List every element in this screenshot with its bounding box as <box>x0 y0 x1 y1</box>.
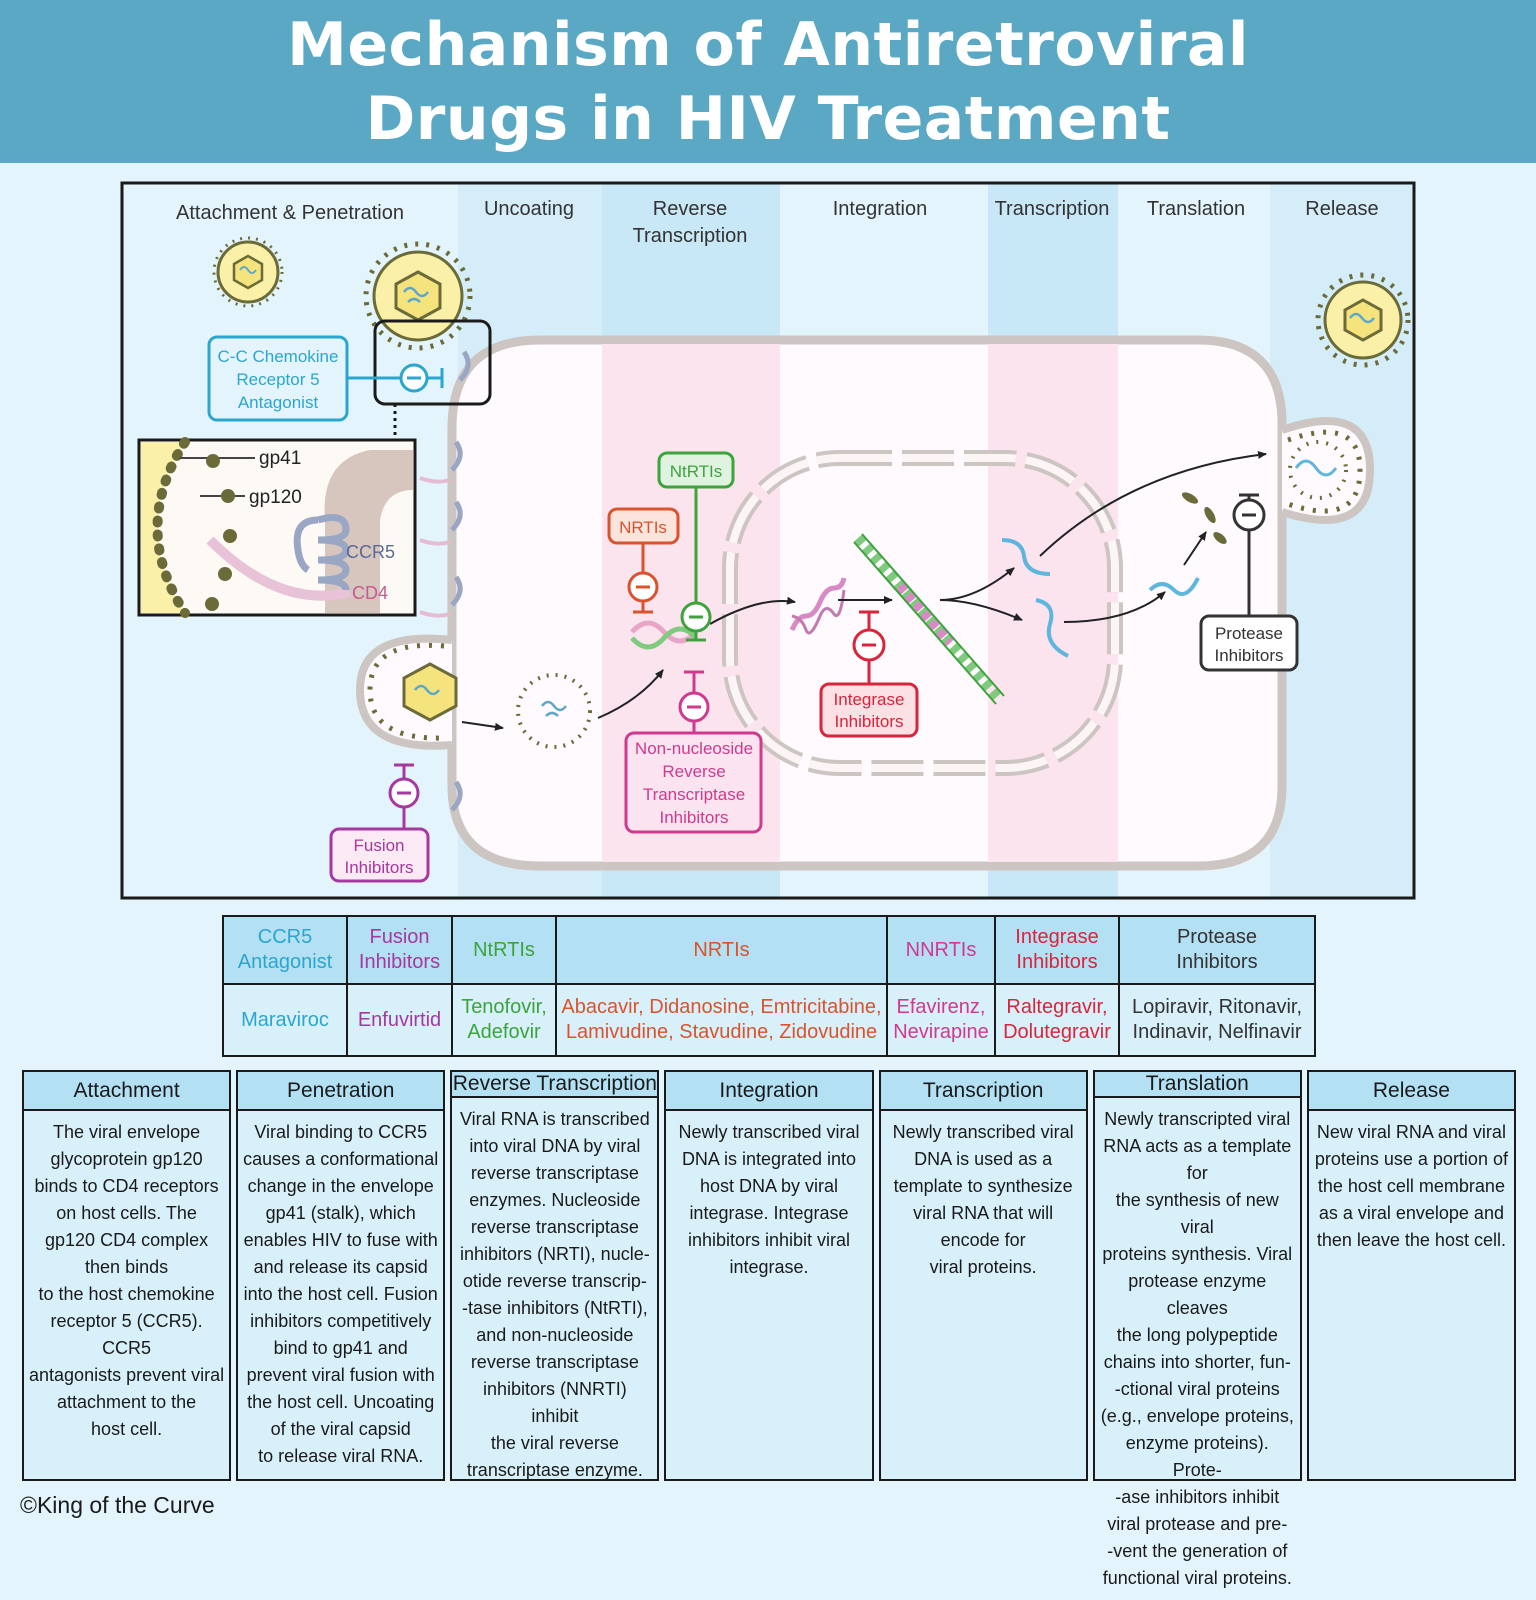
arrow-to-rt <box>597 669 664 719</box>
stage-header-integration: Integration <box>833 198 928 220</box>
arrow-rna-to-release <box>1039 450 1267 557</box>
uncoating-capsid <box>516 673 592 749</box>
cell-band-transcription <box>988 344 1118 862</box>
budding-virion <box>1280 417 1375 524</box>
nrtis-label: NRTIs <box>619 518 667 537</box>
title-banner: Mechanism of Antiretroviral Drugs in HIV… <box>0 0 1536 163</box>
cd4-label: CD4 <box>352 583 388 603</box>
drug-names-cell: Efavirenz, Nevirapine <box>886 983 996 1057</box>
drug-class-cell: Protease Inhibitors <box>1118 915 1316 985</box>
drug-names-cell: Abacavir, Didanosine, Emtricitabine, Lam… <box>555 983 888 1057</box>
ntrtis-label: NtRTIs <box>670 462 723 481</box>
drug-names-cell: Raltegravir, Dolutegravir <box>994 983 1120 1057</box>
stage-header-release: Release <box>1305 198 1378 220</box>
stage-header-attachment: Attachment & Penetration <box>176 202 404 224</box>
hiv-virion-fusing <box>355 634 458 750</box>
drug-class-cell: NNRTIs <box>886 915 996 985</box>
drug-names-cell: Tenofovir, Adefovir <box>451 983 557 1057</box>
gp41-label: gp41 <box>259 448 301 469</box>
stage-header-translation: Translation <box>1147 198 1245 220</box>
stage-header-uncoating: Uncoating <box>484 198 574 220</box>
hiv-virion-attaching <box>363 241 473 351</box>
stage-title: Penetration <box>238 1072 444 1111</box>
hiv-virion-released <box>1315 272 1411 368</box>
stage-header-transcription: Transcription <box>995 198 1110 220</box>
nucleus-envelope-inner <box>726 454 1119 772</box>
drug-names-cell: Maraviroc <box>222 983 348 1057</box>
stage-text: Viral binding to CCR5 causes a conformat… <box>243 1122 439 1466</box>
copyright: ©King of the Curve <box>20 1492 215 1518</box>
host-cell-membrane <box>447 335 1287 871</box>
stage-title: Release <box>1308 1072 1514 1111</box>
arrow-to-nucleus <box>709 596 796 625</box>
stage-text: New viral RNA and viral proteins use a p… <box>1314 1122 1508 1250</box>
arrow-to-proteins <box>1183 531 1207 566</box>
drug-names-cell: Enfuvirtid <box>346 983 453 1057</box>
title-line-2: Drugs in HIV Treatment <box>365 83 1171 154</box>
stage-title: Transcription <box>880 1072 1086 1111</box>
viral-rna-1 <box>1001 538 1051 576</box>
title-line-1: Mechanism of Antiretroviral <box>287 9 1249 80</box>
stage-text: Newly transcribed viral DNA is used as a… <box>892 1122 1074 1277</box>
receptor-binding-inset: gp41 gp120 CCR5 CD4 <box>137 437 417 618</box>
stage-text: Newly transcribed viral DNA is integrate… <box>678 1122 860 1277</box>
cd4-receptors <box>419 476 451 618</box>
drug-class-cell: NtRTIs <box>451 915 557 985</box>
stage-title: Translation <box>1094 1072 1300 1098</box>
viral-dna <box>789 577 847 635</box>
hiv-lifecycle-diagram: Attachment & Penetration Uncoating Rever… <box>120 181 1416 900</box>
drug-class-cell: CCR5 Antagonist <box>222 915 348 985</box>
stage-text: The viral envelope glycoprotein gp120 bi… <box>29 1122 225 1439</box>
stage-title: Reverse Transcription <box>452 1072 658 1098</box>
arrow-rna-to-translation <box>1063 591 1166 623</box>
drug-class-cell: NRTIs <box>555 915 888 985</box>
stage-text: Newly transcripted viral RNA acts as a t… <box>1100 1109 1294 1588</box>
ccr5-label: CCR5 <box>346 542 395 562</box>
gp120-label: gp120 <box>249 487 302 508</box>
drug-class-cell: Fusion Inhibitors <box>346 915 453 985</box>
viral-rna-translation <box>1148 577 1200 596</box>
viral-rna-2 <box>1035 598 1069 658</box>
ntrtis-box: NtRTIs <box>657 451 735 489</box>
viral-proteins <box>1181 492 1227 544</box>
nrtis-box: NRTIs <box>607 507 680 545</box>
stage-text: Viral RNA is transcribed into viral DNA … <box>459 1109 650 1480</box>
arrow-transcription-2 <box>939 599 1023 621</box>
arrow-to-uncoating <box>461 721 504 731</box>
drug-names-cell: Lopiravir, Ritonavir, Indinavir, Nelfina… <box>1118 983 1316 1057</box>
integrated-host-dna <box>853 533 1005 705</box>
drug-class-cell: Integrase Inhibitors <box>994 915 1120 985</box>
panel-frame <box>120 181 1416 900</box>
hiv-virion-small <box>212 236 284 308</box>
receptor-focus-box <box>373 319 492 406</box>
stage-title: Integration <box>666 1072 872 1111</box>
ccr5-receptors <box>450 350 471 812</box>
stage-title: Attachment <box>24 1072 230 1111</box>
